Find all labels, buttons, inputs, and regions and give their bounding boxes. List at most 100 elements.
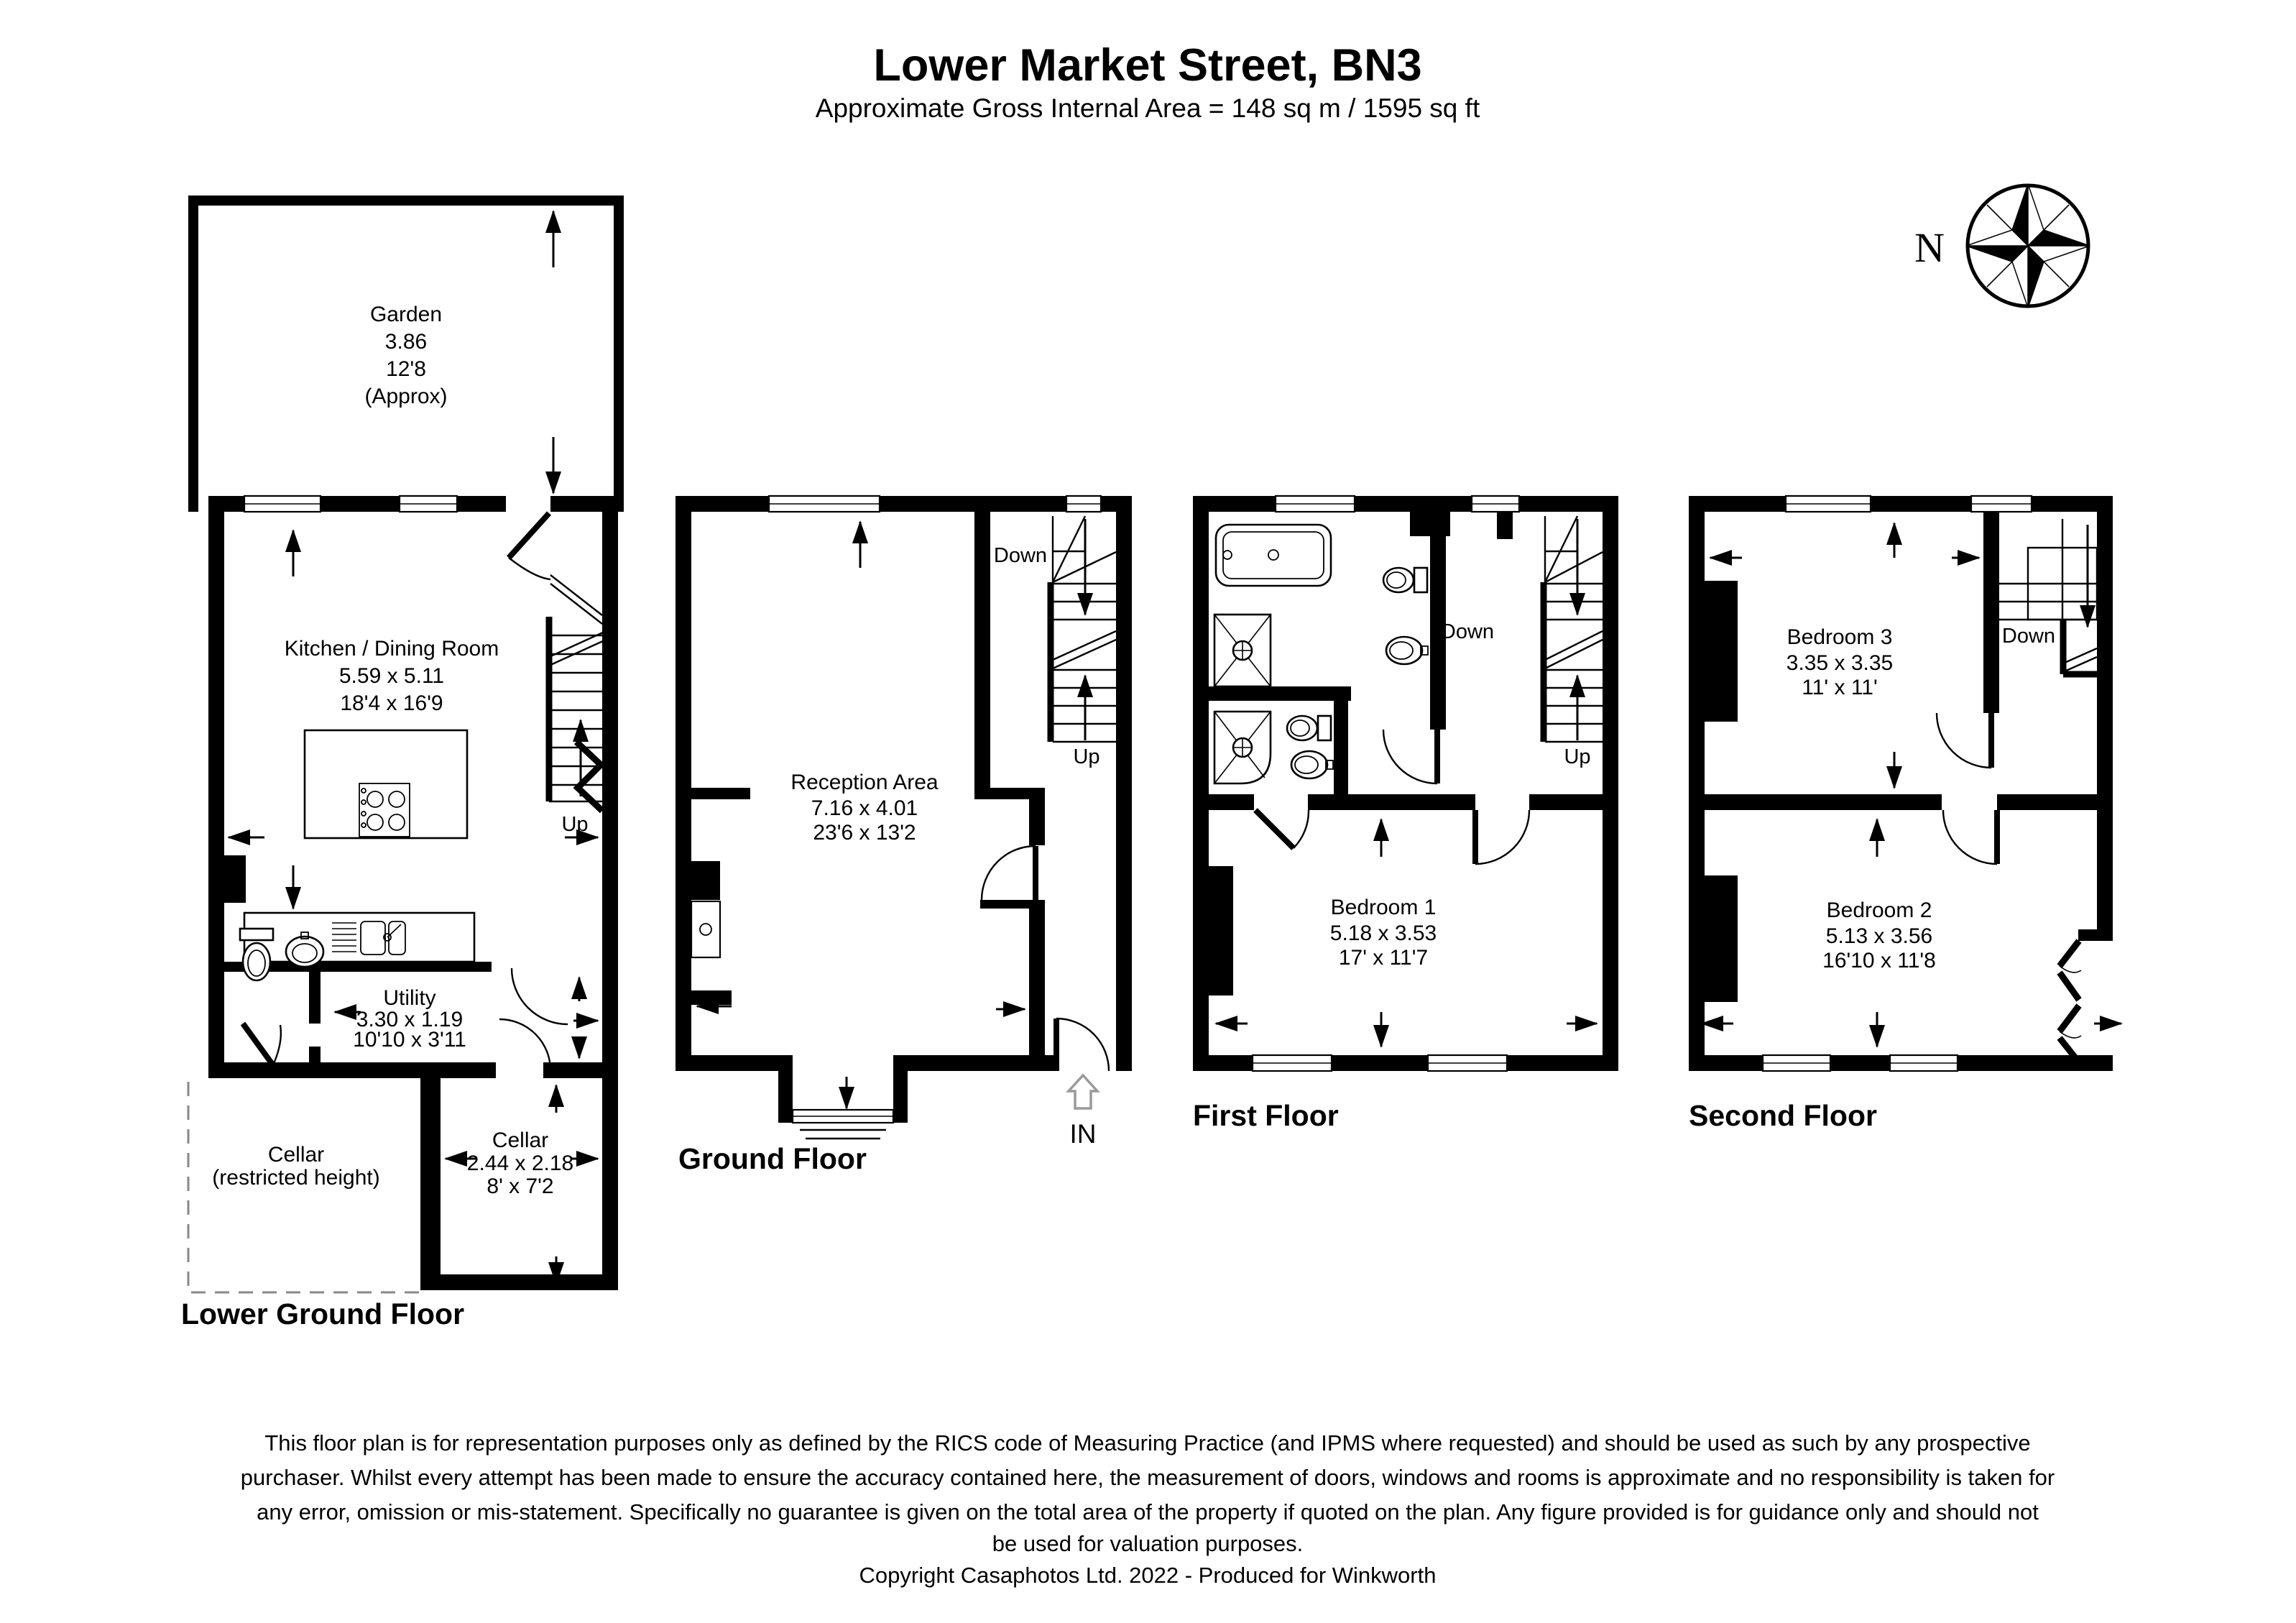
floor-title-first: First Floor (1193, 1099, 1339, 1132)
room-label-reception-dim-m: 7.16 x 4.01 (811, 796, 918, 820)
room-label-bedroom3-dim-m: 3.35 x 3.35 (1786, 651, 1893, 675)
room-label-utility-dim-m: 3.30 x 1.19 (356, 1008, 463, 1031)
stair-label-up: Up (1564, 745, 1590, 768)
room-label-cellar-restricted: Cellar (268, 1143, 324, 1167)
room-label-garden: Garden (370, 303, 442, 326)
dimension-arrows (227, 210, 599, 1285)
stairs-first (1540, 515, 1603, 743)
floor-plan-ground: Down Up IN Reception (676, 495, 1132, 1175)
disclaimer-line-2: purchaser. Whilst every attempt has been… (241, 1465, 2055, 1490)
stairs-lower-ground (545, 574, 613, 803)
page-subtitle: Approximate Gross Internal Area = 148 sq… (816, 93, 1480, 123)
window (1970, 495, 2033, 513)
window (398, 495, 458, 513)
window (243, 495, 322, 513)
room-label-kitchen: Kitchen / Dining Room (285, 637, 499, 661)
stair-label-up: Up (1073, 745, 1099, 768)
stairs-ground (1047, 515, 1117, 743)
window (1065, 495, 1102, 513)
room-label-bedroom1: Bedroom 1 (1331, 896, 1437, 919)
room-label-cellar-dim-m: 2.44 x 2.18 (467, 1151, 573, 1175)
door-arc (499, 1018, 552, 1071)
stair-label-down: Down (2002, 625, 2055, 648)
cellar-dashed-boundary (187, 1082, 419, 1294)
door-wc (240, 1021, 282, 1067)
door-bedroom2 (1942, 809, 2000, 865)
floor-title-lower-ground: Lower Ground Floor (181, 1297, 464, 1330)
toilet-icon (239, 927, 275, 982)
room-label-bedroom3-dim-ft: 11' x 11' (1802, 676, 1877, 699)
stair-label-down: Down (1441, 620, 1494, 643)
door-bedroom1 (1472, 809, 1531, 865)
dimension-arrows (696, 520, 1026, 1110)
toilet-icon (1286, 714, 1332, 742)
angled-bay-wall (2057, 939, 2082, 1065)
disclaimer-line-1: This floor plan is for representation pu… (264, 1430, 2030, 1456)
window (1251, 1054, 1333, 1072)
window (1274, 495, 1356, 513)
door-landing (1382, 729, 1440, 785)
page-title: Lower Market Street, BN3 (873, 40, 1421, 91)
copyright-line: Copyright Casaphotos Ltd. 2022 - Produce… (859, 1563, 1437, 1588)
compass-north-label: N (1914, 224, 1945, 271)
room-label-bedroom1-dim-ft: 17' x 11'7 (1339, 946, 1428, 970)
door-reception-hall (980, 845, 1038, 901)
room-label-reception: Reception Area (790, 771, 938, 794)
room-label-bedroom2-dim-m: 5.13 x 3.56 (1826, 924, 1932, 948)
room-label-bedroom3: Bedroom 3 (1787, 625, 1893, 649)
room-label-garden-dim-ft: 12'8 (386, 357, 426, 381)
floor-plan-second: Down Bedroom 3 3.35 x 3.35 11' x 11' Bed… (1689, 495, 2123, 1132)
header: Lower Market Street, BN3 Approximate Gro… (816, 40, 1480, 123)
room-label-cellar-restricted-note: (restricted height) (212, 1166, 379, 1190)
door-arc (510, 967, 568, 1026)
entrance-in-arrow-icon (1066, 1073, 1100, 1110)
stairs-second (1999, 519, 2098, 678)
door-entrance (1054, 1017, 1110, 1072)
room-label-reception-dim-ft: 23'6 x 13'2 (813, 821, 916, 845)
entrance-label: IN (1070, 1119, 1097, 1149)
basin-icon (285, 932, 325, 968)
room-label-cellar: Cellar (492, 1128, 548, 1152)
cupboard-doors (573, 739, 606, 814)
basin-icon (1385, 635, 1429, 666)
footer: This floor plan is for representation pu… (241, 1430, 2055, 1588)
stair-label-up: Up (561, 813, 588, 836)
floor-plan-first: Down Up Bedroom 1 5.18 x 3.53 17' x 11'7… (1193, 495, 1618, 1132)
room-label-utility-dim-ft: 10'10 x 3'11 (353, 1028, 466, 1052)
disclaimer-line-3: any error, omission or mis-statement. Sp… (257, 1499, 2039, 1525)
room-label-bedroom2-dim-ft: 16'10 x 11'8 (1822, 949, 1936, 973)
bay-window (778, 1071, 908, 1140)
shower-icon (1213, 710, 1272, 785)
window (1761, 1054, 1832, 1072)
room-label-utility: Utility (383, 986, 435, 1010)
bathtub-icon (1214, 523, 1332, 587)
room-label-kitchen-dim-ft: 18'4 x 16'9 (340, 691, 443, 715)
room-label-bedroom1-dim-m: 5.18 x 3.53 (1330, 921, 1437, 945)
room-label-cellar-dim-ft: 8' x 7'2 (487, 1174, 553, 1198)
door-landing (1935, 712, 1994, 769)
kitchen-sink-counter (243, 911, 476, 963)
door-bathroom (1253, 808, 1310, 850)
dimension-arrows (1214, 818, 1598, 1048)
shower-icon (1213, 613, 1272, 688)
window (1784, 495, 1872, 513)
window (767, 495, 881, 513)
toilet-icon (1382, 566, 1429, 594)
stair-label-down: Down (994, 544, 1047, 567)
floor-title-second: Second Floor (1689, 1099, 1877, 1132)
room-label-bedroom2: Bedroom 2 (1827, 898, 1932, 922)
window (1426, 1054, 1508, 1072)
window (1470, 495, 1521, 513)
basin-icon (1290, 750, 1334, 780)
kitchen-island (303, 729, 469, 840)
door-kitchen (507, 511, 551, 581)
disclaimer-line-4: be used for valuation purposes. (992, 1531, 1304, 1556)
compass-icon: N (1914, 183, 2090, 308)
dimension-arrows (1700, 522, 2123, 1048)
floor-plan-lower-ground: Up (181, 196, 624, 1330)
room-label-garden-dim-m: 3.86 (385, 330, 427, 354)
room-label-kitchen-dim-m: 5.59 x 5.11 (339, 664, 444, 688)
window (1889, 1054, 1959, 1072)
